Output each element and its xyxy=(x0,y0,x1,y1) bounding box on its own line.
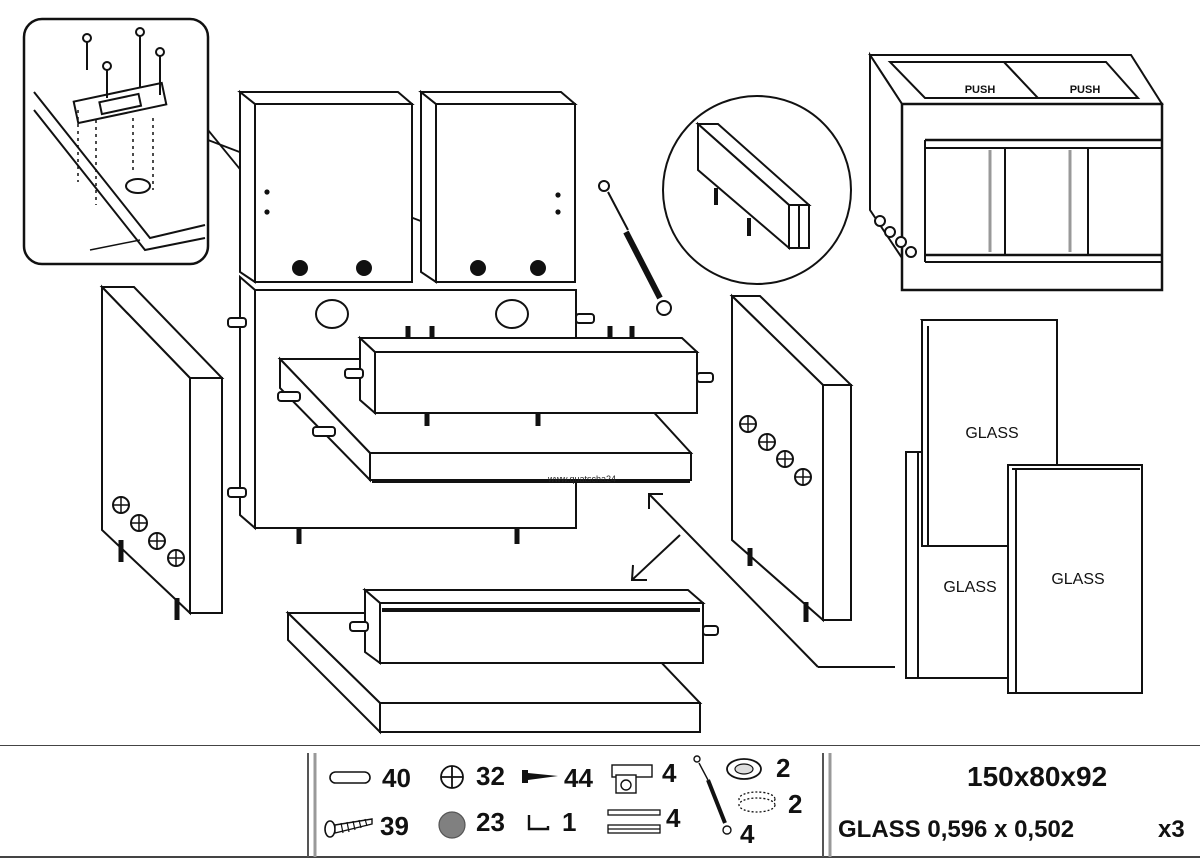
cam-bolt-icon xyxy=(440,765,464,789)
glass-panel-front: GLASS xyxy=(1007,464,1143,694)
cap-count: 23 xyxy=(476,807,505,837)
glass-size-label: GLASS 0,596 x 0,502 xyxy=(838,816,1075,843)
grommet-icon xyxy=(726,758,762,780)
glass-label-top: GLASS xyxy=(965,425,1018,442)
gas-strut-count: 4 xyxy=(740,819,755,849)
hinge-detail-inset xyxy=(22,17,210,266)
gas-strut xyxy=(598,180,672,316)
assembled-cabinet: PUSH PUSH xyxy=(868,51,1164,292)
hex-key-count: 1 xyxy=(562,807,577,837)
hardware-bar-frame xyxy=(0,745,1200,858)
dowel-icon xyxy=(329,771,371,784)
nail-count: 44 xyxy=(564,763,593,793)
assembly-diagram: PUSH PUSH GLASS GLASS GLASS xyxy=(22,17,1164,735)
cam-bolt-count: 32 xyxy=(476,761,505,791)
push-label-left: PUSH xyxy=(965,84,996,96)
right-side-panel xyxy=(729,293,854,623)
gas-strut-icon xyxy=(693,755,732,835)
rail-count: 4 xyxy=(666,803,681,833)
bottom-base xyxy=(285,587,719,735)
dimensions-label: 150x80x92 xyxy=(967,761,1108,792)
cap-icon xyxy=(438,811,466,839)
glass-quantity-label: x3 xyxy=(1158,816,1185,843)
top-rail xyxy=(344,326,714,426)
glass-label-front: GLASS xyxy=(1051,571,1104,588)
push-label-right: PUSH xyxy=(1070,84,1101,96)
left-side-panel xyxy=(99,284,225,620)
upper-door-left xyxy=(237,89,415,284)
nail-icon xyxy=(522,770,558,783)
hex-key-icon xyxy=(527,815,550,831)
strut-detail-circle xyxy=(662,95,852,285)
hinge-icon xyxy=(611,764,653,794)
upper-door-right xyxy=(418,89,578,284)
dowel-count: 40 xyxy=(382,763,411,793)
hinge-count: 4 xyxy=(662,758,677,788)
watermark: www.quatscha24 xyxy=(548,474,617,484)
grommet-count: 2 xyxy=(776,753,791,783)
glass-label-back: GLASS xyxy=(943,579,996,596)
hardware-bar: 40 32 44 4 2 39 23 1 4 4 2 150x80x92 GLA… xyxy=(0,745,1200,859)
grommet-ring-count: 2 xyxy=(788,789,803,819)
rail-icon xyxy=(607,809,661,834)
screw-icon xyxy=(324,818,373,838)
grommet-ring-icon xyxy=(738,791,776,813)
screw-count: 39 xyxy=(380,811,409,841)
